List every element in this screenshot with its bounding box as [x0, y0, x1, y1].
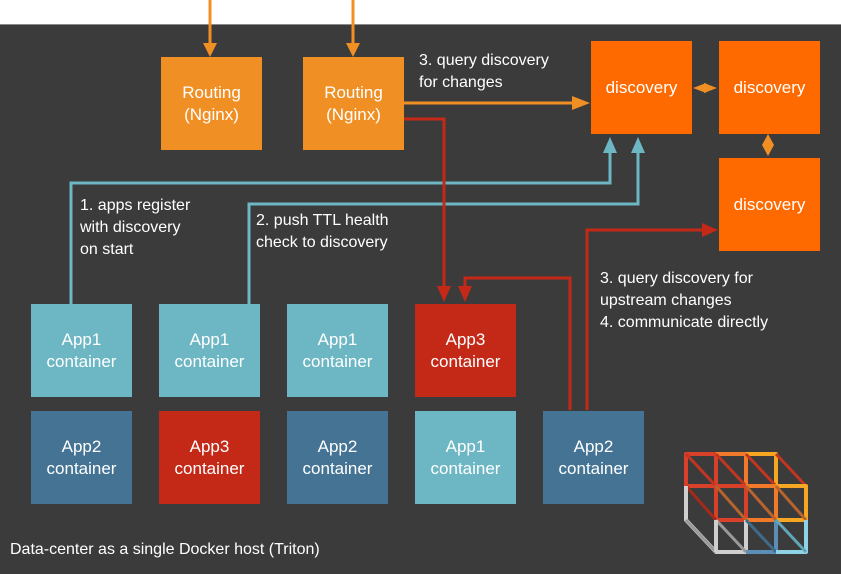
discovery-label: discovery [733, 77, 806, 97]
container-app3[interactable]: App3 container [415, 304, 516, 397]
discovery-label: discovery [605, 77, 678, 97]
container-app-name: App2 [61, 436, 102, 456]
container-app2[interactable]: App2 container [31, 411, 132, 504]
container-kind: container [174, 458, 245, 478]
routing-label: Routing [182, 82, 241, 102]
arrow-incoming-routing-2 [346, 0, 360, 57]
container-app-name: App1 [189, 329, 230, 349]
discovery-node-1[interactable]: discovery [591, 41, 692, 134]
container-app-name: App1 [317, 329, 358, 349]
routing-sublabel: (Nginx) [326, 104, 381, 124]
host-label: Data-center as a single Docker host (Tri… [10, 541, 320, 558]
routing-label: Routing [324, 82, 383, 102]
container-kind: container [302, 351, 373, 371]
container-kind: container [558, 458, 629, 478]
container-app-name: App3 [189, 436, 230, 456]
container-app1[interactable]: App1 container [159, 304, 260, 397]
arrow-register [69, 137, 617, 305]
routing-sublabel: (Nginx) [184, 104, 239, 124]
container-kind: container [302, 458, 373, 478]
discovery-node-2[interactable]: discovery [719, 41, 820, 134]
container-kind: container [430, 351, 501, 371]
container-app-name: App1 [445, 436, 486, 456]
container-kind: container [430, 458, 501, 478]
link-discovery-2-3 [762, 134, 774, 156]
routing-nginx-1[interactable]: Routing (Nginx) [161, 57, 262, 150]
arrow-app2-to-app3 [458, 276, 572, 410]
discovery-label: discovery [733, 194, 806, 214]
container-app-name: App2 [317, 436, 358, 456]
container-app2[interactable]: App2 container [287, 411, 388, 504]
container-app2[interactable]: App2 container [543, 411, 644, 504]
container-app1[interactable]: App1 container [31, 304, 132, 397]
arrow-app2-to-discovery [585, 223, 718, 410]
container-app3[interactable]: App3 container [159, 411, 260, 504]
annotation-query-changes: 3. query discovery for changes [419, 52, 549, 91]
annotation-upstream: 3. query discovery for upstream changes … [600, 270, 769, 331]
discovery-node-3[interactable]: discovery [719, 158, 820, 251]
container-kind: container [174, 351, 245, 371]
triton-grid-cube-icon [684, 452, 808, 554]
routing-nginx-2[interactable]: Routing (Nginx) [303, 57, 404, 150]
container-app-name: App1 [61, 329, 102, 349]
annotation-register: 1. apps register with discovery on start [80, 197, 191, 258]
link-discovery-1-2 [693, 83, 717, 93]
container-app1[interactable]: App1 container [415, 411, 516, 504]
container-kind: container [46, 458, 117, 478]
container-app1[interactable]: App1 container [287, 304, 388, 397]
container-kind: container [46, 351, 117, 371]
container-app-name: App3 [445, 329, 486, 349]
arrow-routing-to-app3 [404, 117, 451, 302]
container-app-name: App2 [573, 436, 614, 456]
arrow-routing-to-discovery [404, 96, 590, 110]
annotation-health-check: 2. push TTL health check to discovery [256, 212, 389, 251]
arrow-incoming-routing-1 [203, 0, 217, 57]
